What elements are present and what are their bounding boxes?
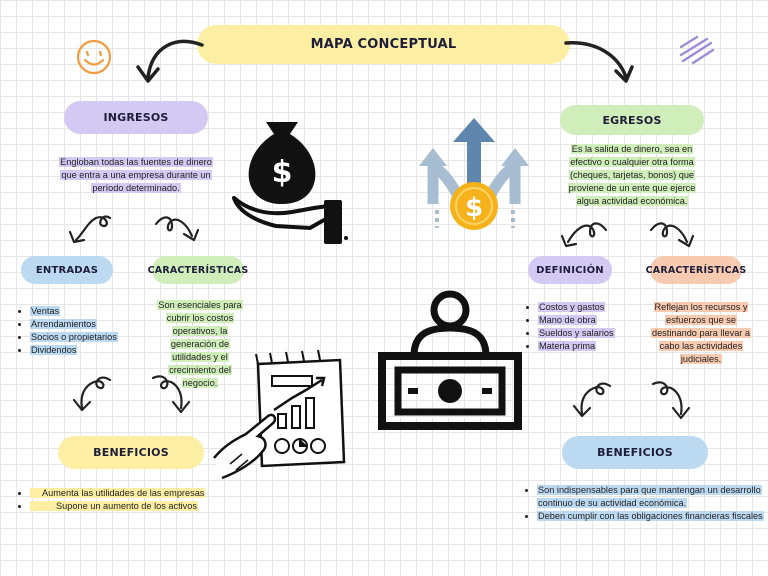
egresos-pill: EGRESOS: [560, 105, 704, 135]
title-banner: MAPA CONCEPTUAL: [197, 25, 570, 64]
egresos-label: EGRESOS: [602, 113, 662, 127]
curly-arrow-icon: [68, 215, 112, 244]
page-title: MAPA CONCEPTUAL: [310, 37, 457, 52]
caracteristicas-left-label: CARACTERÍSTICAS: [147, 264, 249, 276]
beneficios-left-pill: BENEFICIOS: [58, 436, 204, 469]
caracteristicas-left-pill: CARACTERÍSTICAS: [148, 256, 248, 284]
caracteristicas-left-text: Son esenciales para cubrir los costos op…: [157, 300, 243, 388]
person-money-icon: [378, 290, 522, 430]
curly-arrow-icon: [72, 376, 112, 412]
list-item: Mano de obra: [538, 314, 648, 327]
curly-arrow-icon: [154, 216, 200, 242]
list-item: Arrendamientos: [30, 318, 148, 331]
scribble-icon: [679, 35, 715, 65]
definicion-pill: DEFINICIÓN: [528, 256, 612, 284]
svg-text:$: $: [465, 193, 483, 223]
smiley-icon: [76, 39, 112, 75]
list-item: Ventas: [30, 305, 148, 318]
curly-arrow-icon: [572, 382, 612, 418]
money-bag-hand-icon: $: [232, 122, 348, 244]
definicion-list: Costos y gastos Mano de obra Sueldos y s…: [526, 301, 648, 353]
entradas-label: ENTRADAS: [35, 264, 99, 276]
definicion-label: DEFINICIÓN: [536, 264, 604, 276]
curly-arrow-icon: [151, 375, 191, 414]
ingresos-description: Engloban todas las fuentes de dinero que…: [56, 156, 216, 195]
curly-arrow-icon: [560, 222, 608, 248]
list-item: Sueldos y salarios: [538, 327, 648, 340]
egresos-description: Es la salida de dinero, sea en efectivo …: [567, 144, 697, 206]
presentation-chart-icon: [213, 349, 346, 480]
beneficios-left-list: Aumenta las utilidades de las empresas S…: [18, 487, 260, 513]
caracteristicas-right-label: CARACTERÍSTICAS: [645, 264, 747, 276]
curly-arrow-icon: [649, 222, 695, 248]
list-item: Dividendos: [30, 344, 148, 357]
curly-arrow-icon: [651, 381, 691, 420]
ingresos-description-text: Engloban todas las fuentes de dinero que…: [59, 157, 213, 193]
beneficios-right-list: Son indispensables para que mantengan un…: [525, 484, 768, 523]
list-item: Socios o propietarios: [30, 331, 148, 344]
beneficios-left-label: BENEFICIOS: [93, 446, 169, 459]
entradas-pill: ENTRADAS: [21, 256, 113, 284]
curly-arrow-icon: [136, 39, 204, 83]
list-item: Son indispensables para que mantengan un…: [537, 484, 768, 510]
caracteristicas-right-pill: CARACTERÍSTICAS: [646, 256, 746, 284]
list-item: Materia prima: [538, 340, 648, 353]
beneficios-right-label: BENEFICIOS: [597, 446, 673, 459]
list-item: Aumenta las utilidades de las empresas: [30, 487, 260, 500]
ingresos-label: INGRESOS: [103, 111, 169, 124]
caracteristicas-right-text: Reflejan los recursos y esfuerzos que se…: [650, 302, 752, 364]
entradas-list: Ventas Arrendamientos Socios o propietar…: [18, 305, 148, 357]
list-item: Supone un aumento de los activos: [30, 500, 260, 513]
list-item: Deben cumplir con las obligaciones finan…: [537, 510, 768, 523]
ingresos-pill: INGRESOS: [64, 101, 208, 134]
svg-text:$: $: [272, 155, 293, 190]
list-item: Costos y gastos: [538, 301, 648, 314]
money-flow-arrows-icon: $: [419, 118, 529, 230]
beneficios-right-pill: BENEFICIOS: [562, 436, 708, 469]
curly-arrow-icon: [564, 41, 634, 83]
